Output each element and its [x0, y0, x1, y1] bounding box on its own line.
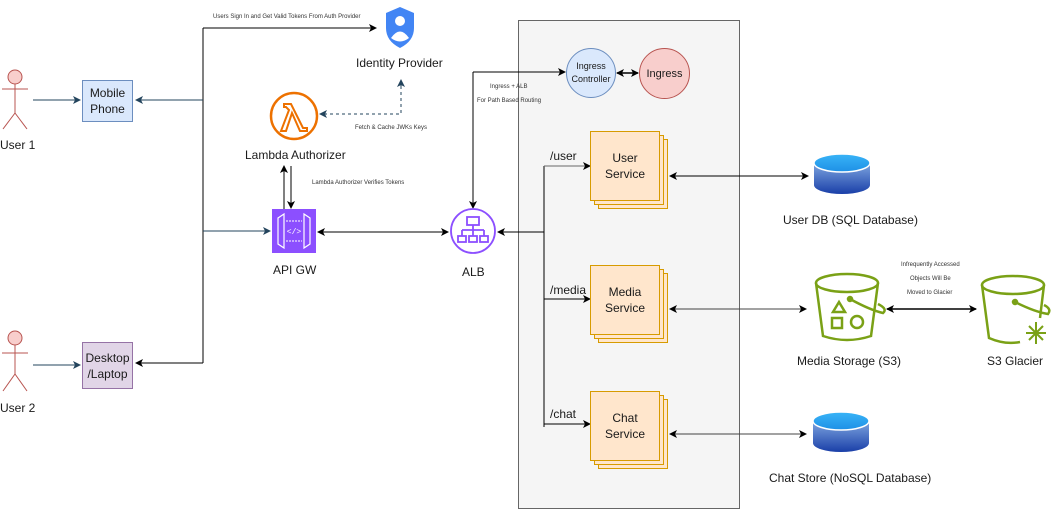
media-storage-label: Media Storage (S3): [797, 354, 902, 368]
route-media-label: /media: [550, 283, 587, 297]
annotation-glacier-2: Objects Will Be: [910, 276, 951, 282]
user-2-label: User 2: [0, 401, 36, 415]
annotation-sign-in: Users Sign In and Get Valid Tokens From …: [213, 14, 361, 20]
mobile-label-1: Mobile: [89, 86, 126, 100]
annotation-glacier-3: Moved to Glacier: [907, 290, 953, 296]
annotation-jwks: Fetch & Cache JWKs Keys: [355, 125, 428, 131]
chat-service-label-2: Service: [604, 427, 645, 441]
alb-label: ALB: [462, 265, 485, 279]
media-service-label-2: Service: [604, 301, 645, 315]
api-gw-label: API GW: [273, 263, 317, 277]
route-user-label: /user: [550, 149, 577, 163]
user-db-label: User DB (SQL Database): [783, 213, 918, 227]
alb-icon: [450, 208, 496, 254]
ingress-controller-label-1: Ingress: [576, 61, 606, 71]
user-service-label-2: Service: [604, 167, 645, 181]
chat-service-label-1: Chat: [612, 411, 638, 425]
user-2-actor-icon: [2, 330, 28, 392]
lambda-authorizer-label: Lambda Authorizer: [245, 148, 346, 162]
user-service-label-1: User: [612, 151, 638, 165]
desktop-label-2: /Laptop: [87, 366, 128, 381]
edge-jwks: [319, 80, 402, 118]
glacier-label: S3 Glacier: [987, 354, 1044, 368]
mobile-label-2: Phone: [90, 102, 125, 116]
ingress-label: Ingress: [646, 67, 683, 80]
media-storage-s3-icon: [814, 272, 886, 342]
api-gateway-icon: </>: [272, 209, 316, 253]
annotation-glacier-1: Infrequently Accessed: [901, 262, 960, 268]
user-1-actor-icon: [2, 69, 28, 130]
chat-store-icon: [812, 411, 870, 452]
annotation-ingress-alb-2: For Path Based Routing: [477, 98, 542, 104]
user-1-label: User 1: [0, 138, 36, 152]
user-db-icon: [813, 153, 871, 194]
desktop-laptop-node[interactable]: Desktop/Laptop: [82, 342, 133, 389]
ingress-node[interactable]: Ingress: [639, 48, 690, 99]
route-chat-label: /chat: [550, 407, 577, 421]
ingress-controller-label-2: Controller: [571, 74, 611, 84]
identity-provider-icon: [386, 7, 414, 48]
annotation-verifies: Lambda Authorizer Verifies Tokens: [312, 180, 405, 186]
svg-text:</>: </>: [287, 228, 302, 237]
annotation-ingress-alb-1: Ingress + ALB: [490, 84, 528, 90]
identity-provider-label: Identity Provider: [356, 56, 443, 70]
media-service-label-1: Media: [608, 285, 642, 299]
chat-store-label: Chat Store (NoSQL Database): [769, 471, 932, 485]
lambda-icon: [269, 91, 319, 141]
desktop-label-1: Desktop: [85, 350, 130, 365]
s3-glacier-icon: [980, 274, 1051, 345]
